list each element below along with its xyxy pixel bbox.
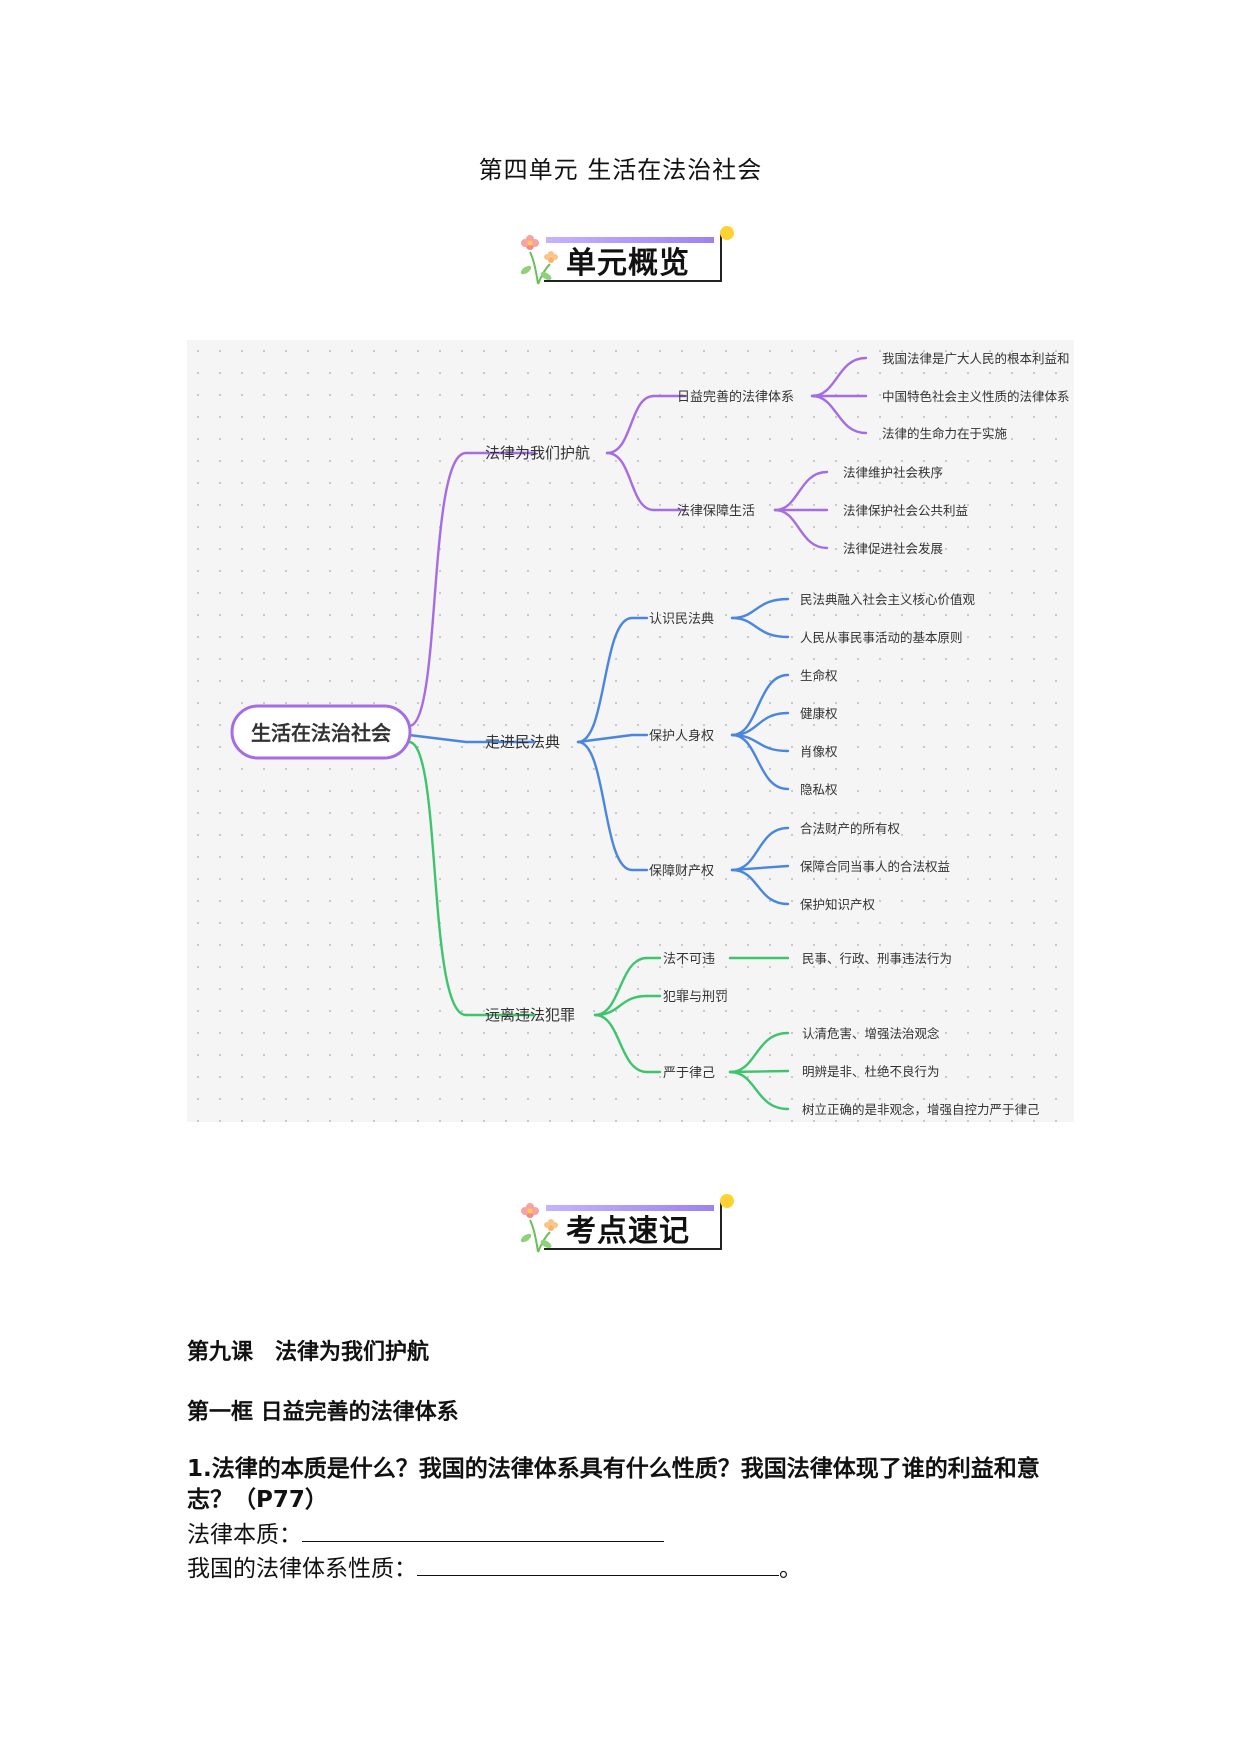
sub-branch-label: 法律保障生活 (677, 504, 755, 519)
flower-icon (520, 1203, 558, 1253)
leaf-label: 合法财产的所有权 (800, 821, 901, 836)
sub-branch-label: 保障财产权 (649, 863, 714, 879)
mind-map-root: 生活在法治社会 (251, 721, 391, 745)
sub-branch-label: 法不可违 (663, 952, 715, 967)
leaf-label: 肖像权 (800, 744, 838, 759)
sub-branch-label: 日益完善的法律体系 (677, 389, 794, 405)
answer-blank[interactable] (417, 1553, 779, 1576)
leaf-label: 中国特色社会主义性质的法律体系 (882, 389, 1070, 404)
leaf-label: 明辨是非、杜绝不良行为 (802, 1064, 940, 1079)
leaf-label: 认清危害、增强法治观念 (802, 1026, 940, 1041)
badge-dot (720, 226, 734, 240)
leaf-label: 法律的生命力在于实施 (882, 426, 1008, 441)
leaf-label: 保障合同当事人的合法权益 (800, 859, 950, 874)
keypoints-badge: 考点速记 (506, 1190, 736, 1260)
flower-icon (520, 235, 558, 285)
leaf-label: 生命权 (800, 668, 838, 683)
leaf-label: 隐私权 (800, 782, 838, 797)
unit-title: 第四单元 生活在法治社会 (478, 156, 763, 184)
overview-badge: 单元概览 (506, 222, 736, 292)
leaf-label: 保护知识产权 (800, 897, 876, 912)
branch-label: 远离违法犯罪 (485, 1006, 575, 1024)
mind-map-diagram: 生活在法治社会 法律为我们护航 走进民法典 远离违法犯罪 日益完善的法律体系 法… (230, 351, 1070, 1117)
answer-label: 法律本质： (187, 1522, 302, 1548)
answer-end: 。 (779, 1556, 802, 1582)
branch-label: 走进民法典 (485, 733, 560, 751)
question-1: 1.法律的本质是什么？我国的法律体系具有什么性质？我国法律体现了谁的利益和意志？… (187, 1456, 1040, 1513)
sub-branch-label: 犯罪与刑罚 (663, 990, 728, 1005)
sub-branch-label: 保护人身权 (649, 728, 714, 744)
leaf-label: 法律维护社会秩序 (843, 465, 943, 480)
section-title: 第一框 日益完善的法律体系 (187, 1400, 459, 1425)
leaf-label: 法律促进社会发展 (843, 541, 943, 556)
answer-label: 我国的法律体系性质： (187, 1556, 417, 1582)
leaf-label: 民事、行政、刑事违法行为 (802, 951, 952, 966)
answer-line-system: 我国的法律体系性质： 。 (187, 1549, 802, 1583)
overview-badge-label: 单元概览 (566, 246, 690, 281)
mind-map: 生活在法治社会 法律为我们护航 走进民法典 远离违法犯罪 日益完善的法律体系 法… (187, 340, 1074, 1122)
leaf-label: 法律保护社会公共利益 (843, 503, 968, 518)
leaf-label: 民法典融入社会主义核心价值观 (800, 592, 976, 607)
lesson-title: 第九课 法律为我们护航 (187, 1340, 430, 1365)
leaf-label: 人民从事民事活动的基本原则 (800, 630, 963, 645)
answer-blank[interactable] (302, 1519, 664, 1542)
leaf-label: 树立正确的是非观念，增强自控力严于律己 (802, 1102, 1040, 1117)
leaf-label: 我国法律是广大人民的根本利益和 (882, 351, 1070, 366)
sub-branch-label: 认识民法典 (649, 612, 714, 627)
sub-branch-label: 严于律己 (663, 1066, 715, 1081)
answer-line-nature: 法律本质： (187, 1515, 664, 1549)
branch-label: 法律为我们护航 (485, 444, 590, 462)
keypoints-badge-label: 考点速记 (566, 1214, 690, 1249)
leaf-label: 健康权 (800, 706, 838, 721)
badge-dot (720, 1194, 734, 1208)
